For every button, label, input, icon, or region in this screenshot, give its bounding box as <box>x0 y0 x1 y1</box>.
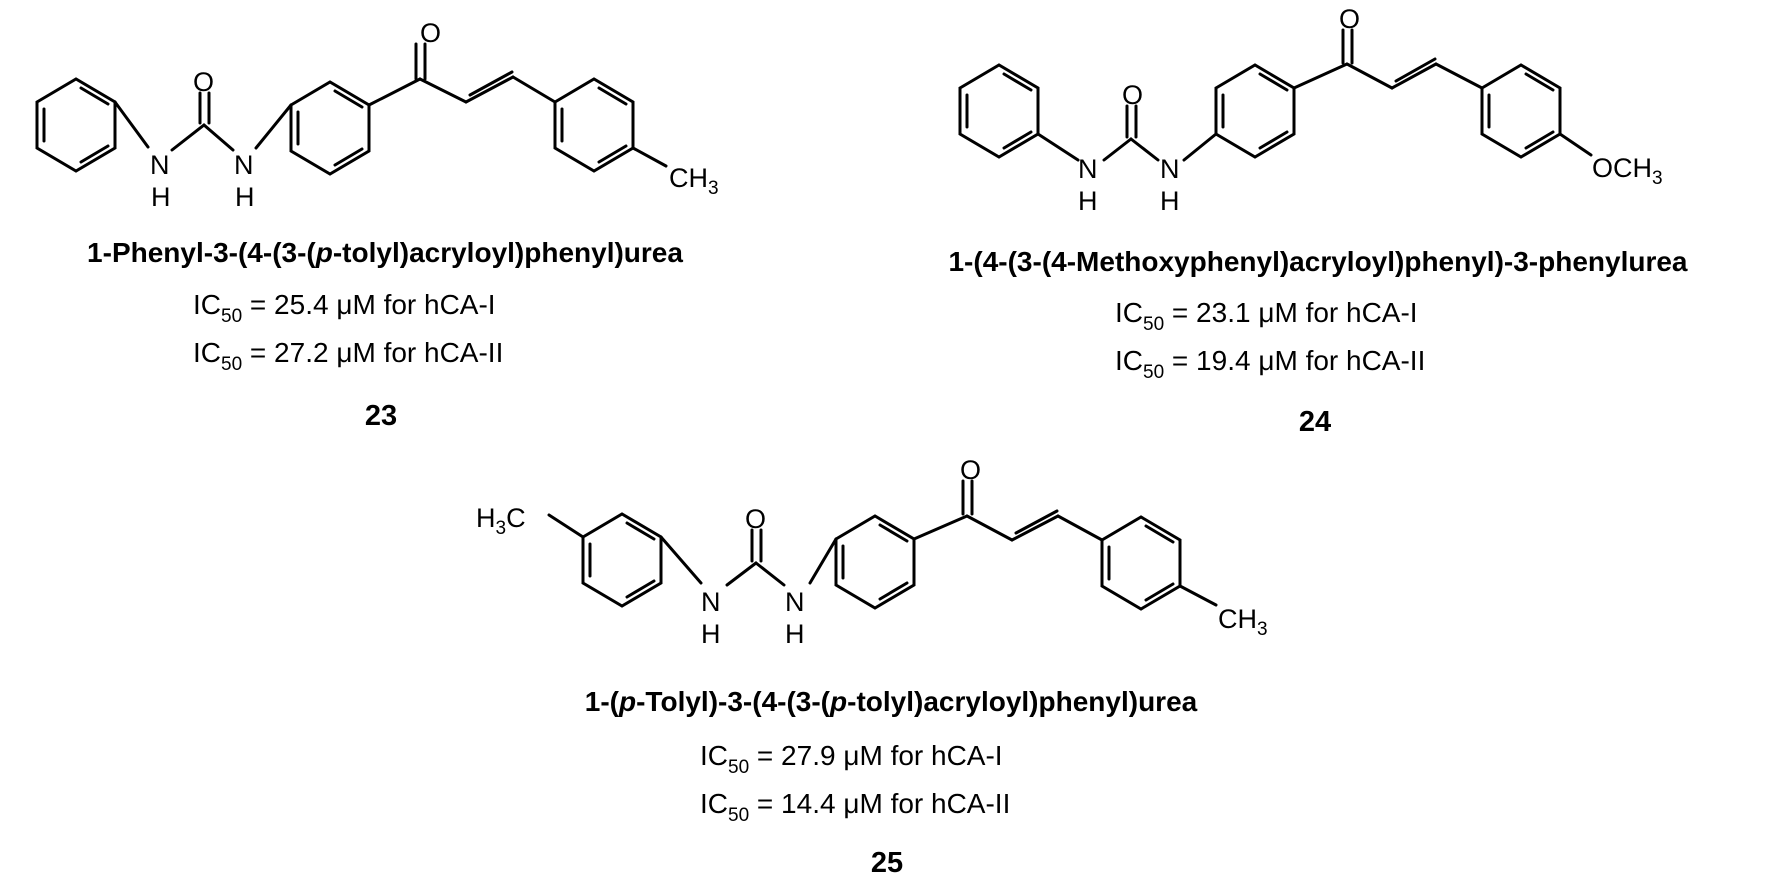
hydrogen-label: H <box>1078 186 1098 216</box>
nitrogen-label: N <box>1078 154 1098 184</box>
bonds-24 <box>958 28 1593 162</box>
atom-labels-25: H3C O O N H N H CH3 <box>476 455 1268 649</box>
structure-23: O O N H N H CH3 1-Phenyl-3-(4-(3-(p-toly… <box>35 18 719 432</box>
structure-24: O O N H N H OCH3 1-(4-(3-(4-Methoxypheny… <box>948 4 1687 438</box>
activity-line-hca-i-25: IC50 = 27.9 μM for hCA-I <box>700 740 1003 778</box>
hydrogen-label: H <box>785 619 805 649</box>
nitrogen-label: N <box>701 587 721 617</box>
atom-labels-24: O O N H N H OCH3 <box>1078 4 1663 216</box>
compound-number-25: 25 <box>871 847 903 877</box>
nitrogen-label: N <box>150 150 170 180</box>
activity-line-hca-ii-25: IC50 = 14.4 μM for hCA-II <box>700 788 1010 826</box>
structure-25: H3C O O N H N H CH3 1-(p-Tolyl)-3-(4-(3-… <box>476 455 1268 877</box>
oxygen-label: O <box>1122 80 1143 110</box>
atom-labels-23: O O N H N H CH3 <box>150 18 719 212</box>
activity-line-hca-i-23: IC50 = 25.4 μM for hCA-I <box>193 289 496 327</box>
hydrogen-label: H <box>235 182 255 212</box>
hydrogen-label: H <box>1160 186 1180 216</box>
oxygen-label: O <box>745 504 766 534</box>
oxygen-label: O <box>960 455 981 485</box>
methyl-label: H3C <box>476 503 526 539</box>
nitrogen-label: N <box>1160 154 1180 184</box>
hydrogen-label: H <box>701 619 721 649</box>
compound-number-23: 23 <box>365 400 397 432</box>
oxygen-label: O <box>420 18 441 48</box>
methyl-label: CH3 <box>669 163 719 199</box>
compound-name-25: 1-(p-Tolyl)-3-(4-(3-(p-tolyl)acryloyl)ph… <box>585 686 1198 717</box>
nitrogen-label: N <box>785 587 805 617</box>
activity-line-hca-ii-24: IC50 = 19.4 μM for hCA-II <box>1115 345 1425 383</box>
bonds-25 <box>547 479 1218 611</box>
compound-number-24: 24 <box>1299 406 1331 438</box>
methoxy-label: OCH3 <box>1592 153 1663 189</box>
activity-line-hca-i-24: IC50 = 23.1 μM for hCA-I <box>1115 297 1418 335</box>
compound-name-23: 1-Phenyl-3-(4-(3-(p-tolyl)acryloyl)pheny… <box>87 237 683 268</box>
nitrogen-label: N <box>234 150 254 180</box>
oxygen-label: O <box>1339 4 1360 34</box>
methyl-label: CH3 <box>1218 604 1268 640</box>
oxygen-label: O <box>193 67 214 97</box>
hydrogen-label: H <box>151 182 171 212</box>
activity-line-hca-ii-23: IC50 = 27.2 μM for hCA-II <box>193 337 503 375</box>
bonds-23 <box>35 42 668 176</box>
compound-name-24: 1-(4-(3-(4-Methoxyphenyl)acryloyl)phenyl… <box>948 246 1687 277</box>
